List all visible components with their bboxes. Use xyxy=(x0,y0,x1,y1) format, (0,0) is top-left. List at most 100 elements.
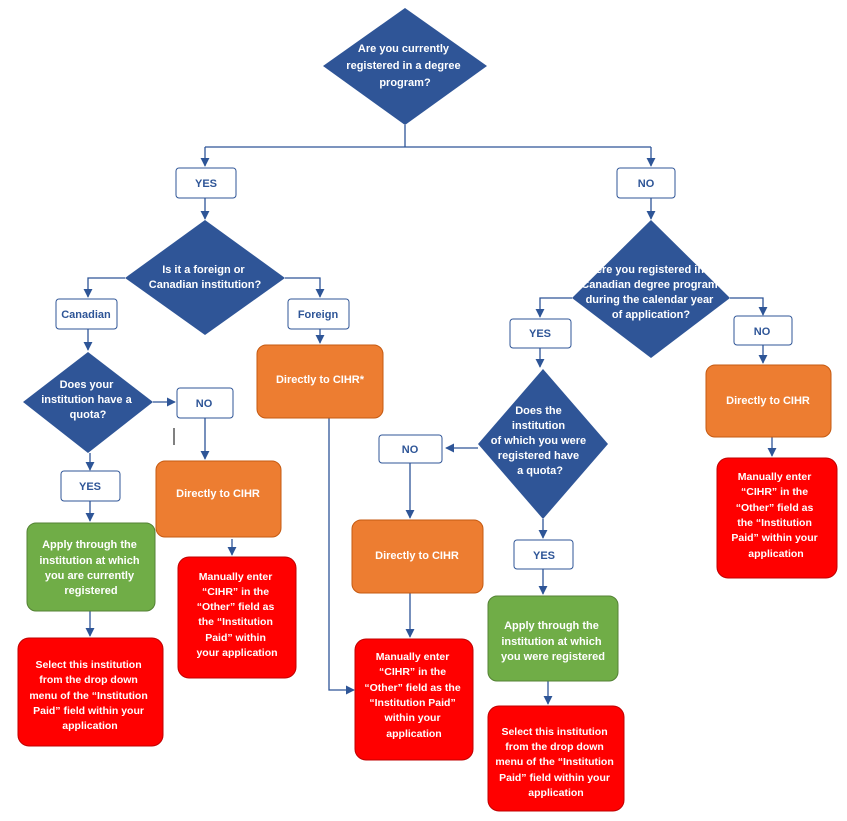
label-no-top: NO xyxy=(616,167,676,199)
svg-text:Manually enter “CIHR” in: Manually enter “CIHR” in the “Other” fie… xyxy=(196,571,277,659)
box-q3-yes-apply-line: Apply through the xyxy=(42,539,137,551)
box-q5-no-manual-line: “CIHR” in the xyxy=(379,666,446,678)
label-yes-top: YES xyxy=(175,167,237,199)
label-q3-no: NO xyxy=(176,387,234,419)
box-q5-yes-apply: Apply through the institution at which y… xyxy=(487,595,619,682)
box-q4-no-manual: Manually enter “CIHR” in the “Other” fie… xyxy=(716,457,838,579)
label-q5-no: NO xyxy=(378,434,443,464)
box-q4-no-manual-line: application xyxy=(748,548,803,560)
label-q5-no-text: NO xyxy=(402,444,419,456)
box-q5-yes-apply-line: institution at which xyxy=(501,636,601,648)
connectors xyxy=(83,125,777,705)
label-q3-no-text: NO xyxy=(196,398,213,410)
box-q5-yes-select-line: Select this institution xyxy=(501,726,607,738)
connector-q2-canadian xyxy=(83,277,125,298)
box-q5-yes-select-line: application xyxy=(528,787,583,799)
decision-q5: Does the institution of which you were r… xyxy=(478,369,608,519)
decision-q5-line: of which you were xyxy=(491,435,586,447)
box-q3-yes-select-line: Paid” field within your xyxy=(33,705,144,717)
label-foreign-text: Foreign xyxy=(298,309,339,321)
box-q3-yes-apply-line: you are currently xyxy=(45,570,135,582)
box-q5-no-manual-line: Manually enter xyxy=(376,651,450,663)
box-q5-yes-select-line: menu of the “Institution xyxy=(495,756,613,768)
decision-q1-line: program? xyxy=(379,77,431,89)
label-q4-yes-text: YES xyxy=(529,328,551,340)
box-q3-no-manual-line: “CIHR” in the xyxy=(202,586,269,598)
label-q4-yes: YES xyxy=(509,318,572,349)
box-q4-no-manual-line: the “Institution xyxy=(737,517,812,529)
box-q3-yes-select-line: menu of the “Institution xyxy=(29,690,147,702)
svg-text:Apply through the instit: Apply through the institution at which y… xyxy=(39,539,142,597)
box-q5-yes-apply-line: you were registered xyxy=(501,651,605,663)
box-q3-yes-apply-line: institution at which xyxy=(39,555,139,567)
box-q4-no-manual-line: Paid” within your xyxy=(731,532,817,544)
svg-text:Are you currently regist: Are you currently registered in a degree… xyxy=(346,43,463,89)
box-q3-yes-select-line: from the drop down xyxy=(39,674,138,686)
box-foreign-cihr-text: Directly to CIHR* xyxy=(276,374,365,386)
svg-text:Select this institution: Select this institution from the drop do… xyxy=(29,659,150,732)
box-q3-yes-select-line: Select this institution xyxy=(35,659,141,671)
box-q5-no-manual: Manually enter “CIHR” in the “Other” fie… xyxy=(354,638,474,761)
svg-text:Were you registered in a: Were you registered in a Canadian degree… xyxy=(581,264,720,321)
box-q3-no-manual-line: “Other” field as xyxy=(197,601,275,613)
svg-text:Is it a foreign or Canad: Is it a foreign or Canadian institution? xyxy=(149,264,262,291)
box-q4-no-manual-line: “Other” field as xyxy=(736,502,814,514)
decision-q4: Were you registered in a Canadian degree… xyxy=(572,220,730,358)
box-q5-no-manual-line: “Other” field as the xyxy=(364,682,460,694)
decision-q4-line: during the calendar year xyxy=(586,294,714,306)
label-q3-yes-text: YES xyxy=(79,481,101,493)
box-q4-no-manual-line: Manually enter xyxy=(738,471,812,483)
box-q3-yes-select: Select this institution from the drop do… xyxy=(17,637,164,747)
box-q4-no-cihr: Directly to CIHR xyxy=(705,364,832,438)
box-q5-yes-apply-line: Apply through the xyxy=(504,620,599,632)
box-q5-yes-select-line: Paid” field within your xyxy=(499,772,610,784)
connector-q4-no xyxy=(730,297,768,316)
label-canadian-text: Canadian xyxy=(61,309,111,321)
box-q3-no-manual-line: your application xyxy=(196,647,277,659)
connector-q4-yes xyxy=(535,297,572,318)
box-q3-yes-apply-line: registered xyxy=(64,585,117,597)
svg-text:Does the institution: Does the institution of which you were r… xyxy=(491,405,589,477)
decision-q3-line: Does your xyxy=(60,379,115,391)
label-q3-yes: YES xyxy=(60,470,121,502)
decision-q1-line: registered in a degree xyxy=(346,60,460,72)
decision-q3-shape xyxy=(23,352,153,453)
box-q3-no-manual: Manually enter “CIHR” in the “Other” fie… xyxy=(177,556,297,679)
box-q5-yes-select-line: from the drop down xyxy=(505,741,604,753)
label-no-top-text: NO xyxy=(638,178,655,190)
box-q5-no-manual-line: within your xyxy=(384,712,441,724)
box-q5-no-cihr: Directly to CIHR xyxy=(351,519,484,594)
box-q3-no-manual-line: the “Institution xyxy=(198,616,273,628)
decision-q4-shape xyxy=(572,220,730,358)
decision-q5-line: Does the xyxy=(515,405,561,417)
connector-foreign-cihr-to-manual xyxy=(328,418,355,695)
box-q3-no-manual-line: Paid” within xyxy=(205,632,266,644)
decision-q3-line: quota? xyxy=(70,409,107,421)
box-q5-no-cihr-text: Directly to CIHR xyxy=(375,550,459,562)
decision-q5-line: a quota? xyxy=(517,465,563,477)
decision-q5-line: institution xyxy=(512,420,565,432)
box-foreign-cihr: Directly to CIHR* xyxy=(256,344,384,419)
svg-text:Does your institution ha: Does your institution have a quota? xyxy=(41,379,135,421)
box-q3-yes-select-line: application xyxy=(62,720,117,732)
box-q3-no-cihr-text: Directly to CIHR xyxy=(176,488,260,500)
decision-q2: Is it a foreign or Canadian institution? xyxy=(125,220,285,335)
decision-q2-shape xyxy=(125,220,285,335)
label-canadian: Canadian xyxy=(55,298,118,330)
box-q3-no-cihr: Directly to CIHR xyxy=(155,460,282,538)
box-q3-yes-apply: Apply through the institution at which y… xyxy=(26,522,156,612)
label-q4-no: NO xyxy=(733,315,793,346)
decision-q2-line: Is it a foreign or xyxy=(162,264,245,276)
label-yes-top-text: YES xyxy=(195,178,217,190)
decision-q1: Are you currently registered in a degree… xyxy=(323,8,487,125)
label-foreign: Foreign xyxy=(287,298,350,330)
decision-q5-line: registered have xyxy=(498,450,579,462)
svg-text:Apply through the instit: Apply through the institution at which y… xyxy=(501,620,605,663)
box-q5-yes-select: Select this institution from the drop do… xyxy=(487,705,625,812)
svg-text:Manually enter “CIHR” in: Manually enter “CIHR” in the “Other” fie… xyxy=(364,651,463,740)
decision-q4-line: Canadian degree program xyxy=(581,279,718,291)
box-q3-no-manual-line: Manually enter xyxy=(199,571,273,583)
label-q4-no-text: NO xyxy=(754,326,771,338)
svg-text:Select this institution: Select this institution from the drop do… xyxy=(495,726,616,799)
